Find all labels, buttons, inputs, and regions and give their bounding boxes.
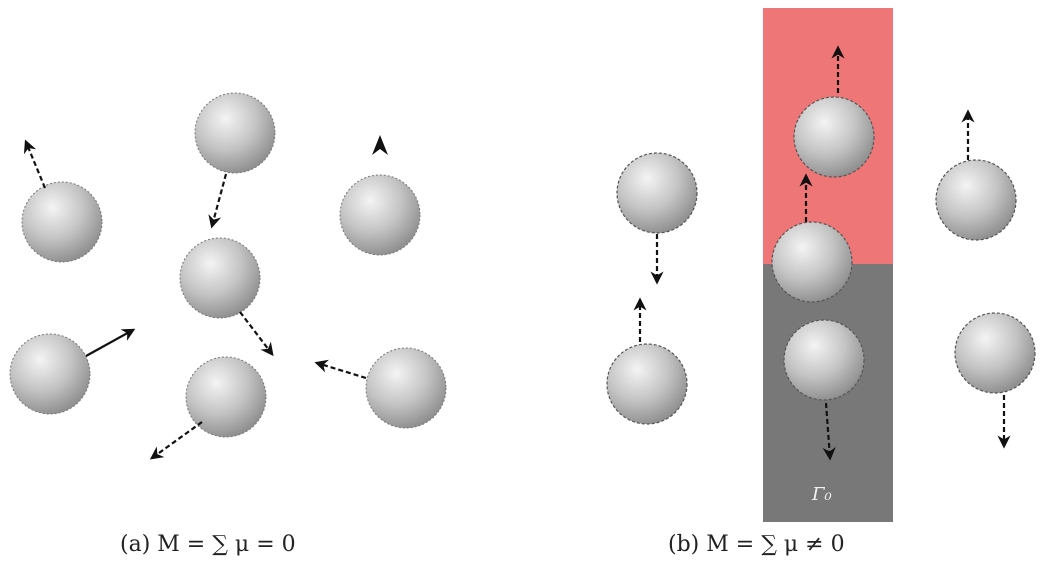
sphere-b1 xyxy=(616,152,698,234)
sphere-b4 xyxy=(771,221,853,303)
caption-panel-b: (b) M = ∑ μ ≠ 0 xyxy=(668,532,845,557)
region-label: Γ₀ xyxy=(811,484,832,505)
moment-arrow-a1 xyxy=(23,139,47,189)
caption-panel-a: (a) M = ∑ μ = 0 xyxy=(120,532,296,557)
sphere-a3 xyxy=(339,174,421,256)
sphere-a5 xyxy=(9,333,91,415)
sphere-b6 xyxy=(935,159,1017,241)
moment-arrow-a4 xyxy=(239,311,274,357)
moment-arrow-a2 xyxy=(208,173,228,229)
sphere-b2 xyxy=(606,343,688,425)
moment-arrow-a7 xyxy=(314,359,367,380)
sphere-a7 xyxy=(365,347,447,429)
sphere-b5 xyxy=(783,319,865,401)
sphere-b7 xyxy=(954,312,1036,394)
sphere-a1 xyxy=(21,181,103,263)
panel-b-diagram: Γ₀ xyxy=(606,8,1036,522)
sphere-b3 xyxy=(793,96,875,178)
sphere-a2 xyxy=(194,92,276,174)
moment-arrow-a3 xyxy=(372,135,388,155)
panel-a-diagram xyxy=(9,92,447,460)
moment-arrow-a5 xyxy=(85,328,136,357)
sphere-a4 xyxy=(179,237,261,319)
moment-arrow-a6 xyxy=(149,421,203,460)
moment-arrow-b5 xyxy=(822,402,836,461)
sphere-a6 xyxy=(185,356,267,438)
